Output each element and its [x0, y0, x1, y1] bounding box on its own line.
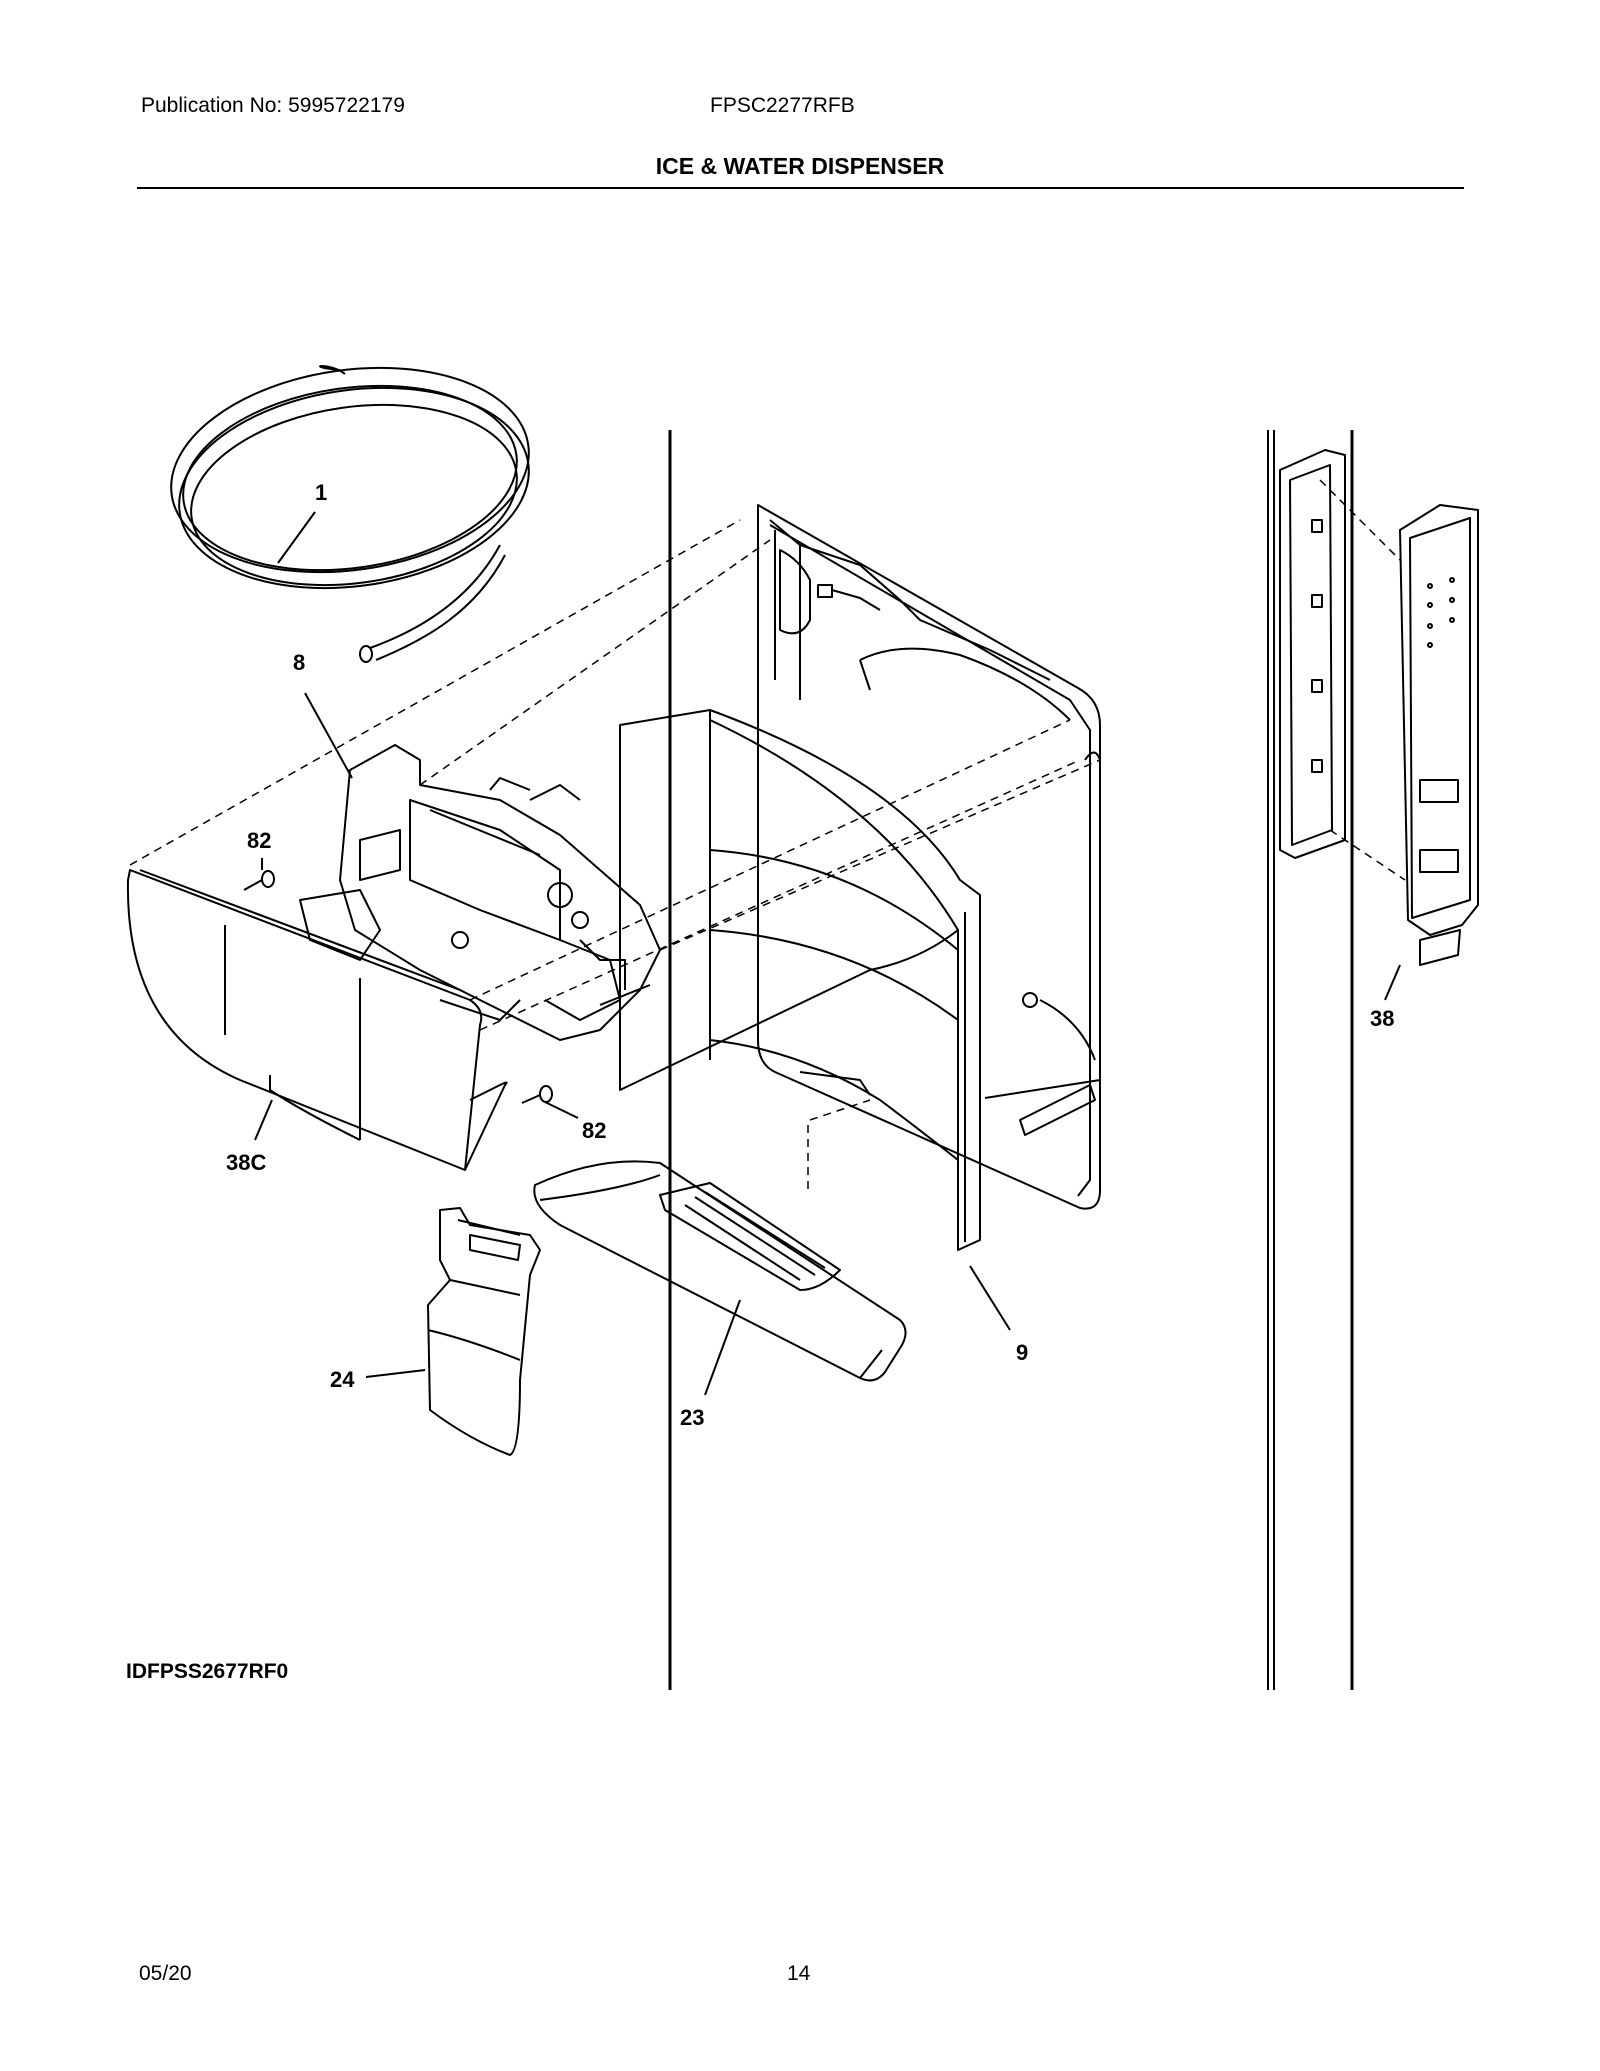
ice-flap-part [427, 1207, 541, 1456]
control-board-part [1399, 504, 1479, 966]
callout-82-upper: 82 [247, 828, 271, 853]
door-frame [668, 430, 1354, 1690]
page-number: 14 [787, 1962, 811, 1985]
callout-24: 24 [330, 1367, 355, 1392]
alignment-lines [129, 479, 1406, 1195]
actuator-module-part [299, 744, 661, 1041]
callout-82-lower: 82 [582, 1118, 606, 1143]
figure-id: IDFPSS2677RF0 [126, 1660, 289, 1683]
control-panel-recess [1279, 449, 1346, 859]
callout-23: 23 [680, 1405, 704, 1430]
callout-38: 38 [1370, 1006, 1394, 1031]
section-title: ICE & WATER DISPENSER [655, 153, 945, 179]
footer-date: 05/20 [139, 1962, 192, 1985]
publication-number: Publication No: 5995722179 [141, 94, 405, 117]
tubing-coil-part [170, 365, 530, 663]
callout-labels: 1 8 82 82 38C 24 23 9 38 [226, 480, 1394, 1430]
callout-8: 8 [293, 650, 305, 675]
dispenser-cavity [757, 504, 1101, 1210]
paddle-assembly-part [126, 869, 508, 1171]
ramp-part [619, 709, 981, 1251]
screw-part [243, 870, 553, 1104]
header-rule [137, 187, 1464, 189]
callout-9: 9 [1016, 1340, 1028, 1365]
model-number: FPSC2277RFB [710, 94, 855, 117]
drip-tray-part [533, 1160, 907, 1382]
callout-1: 1 [315, 480, 327, 505]
leader-lines [254, 511, 1401, 1396]
callout-38C: 38C [226, 1150, 266, 1175]
